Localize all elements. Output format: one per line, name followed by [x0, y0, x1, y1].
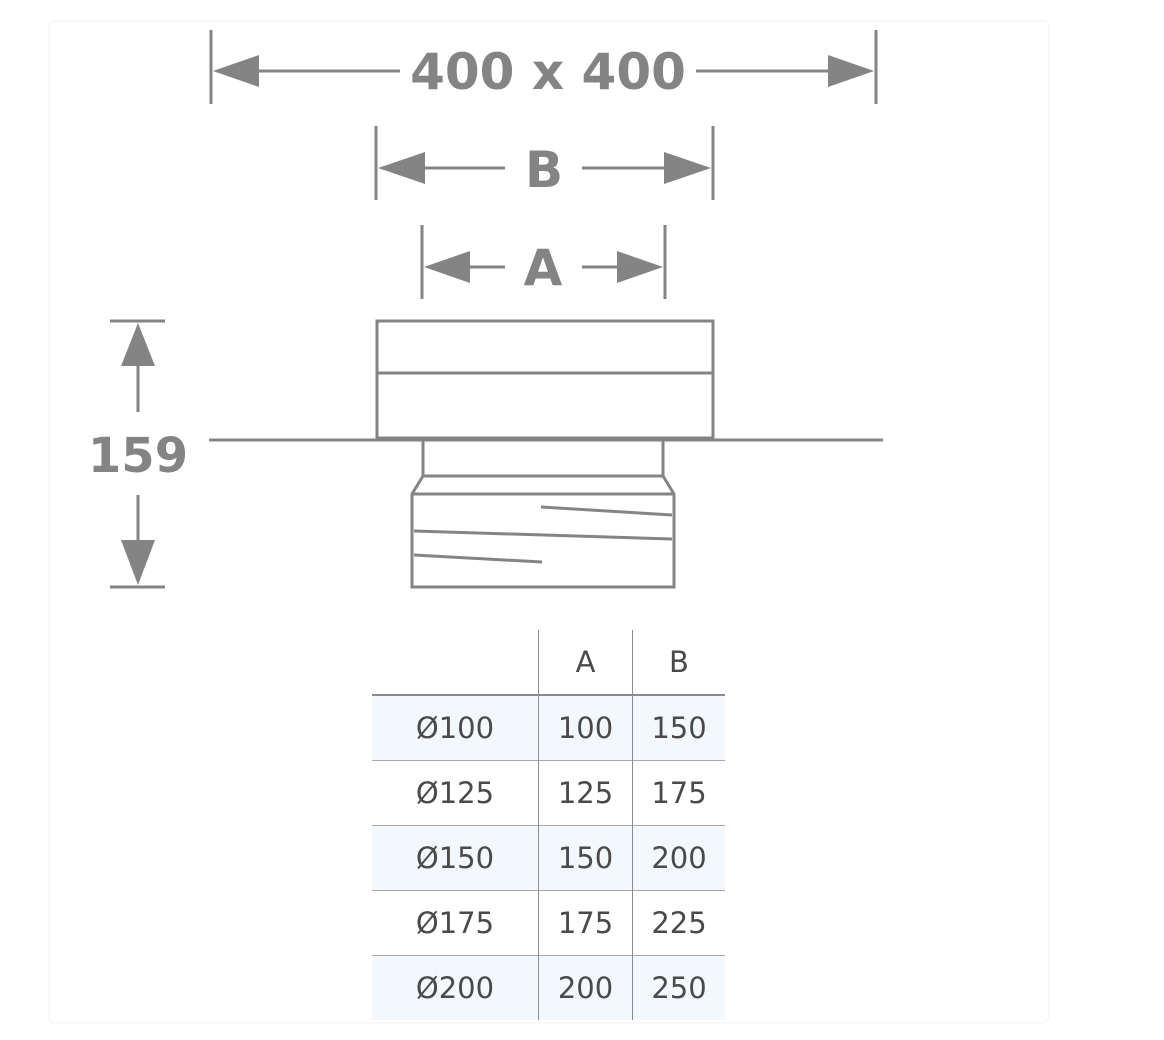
table-cell: 150 — [632, 695, 725, 761]
arrowhead-left — [213, 55, 259, 87]
table-cell: 225 — [632, 890, 725, 956]
table-cell: Ø150 — [372, 825, 539, 891]
upper-housing — [375, 319, 715, 440]
b-dimension — [374, 126, 715, 200]
table-header-cell: A — [538, 630, 633, 696]
arrowhead-left — [378, 152, 425, 184]
a-label: A — [524, 239, 563, 297]
table-header-row: A B — [372, 630, 725, 696]
b-label: B — [525, 141, 563, 199]
table-row: Ø200 200 250 — [372, 955, 725, 1020]
table-header-cell — [372, 630, 539, 696]
table-cell: 250 — [632, 955, 725, 1020]
height-dimension — [110, 319, 165, 589]
table-cell: 150 — [538, 825, 633, 891]
arrowhead-right — [664, 152, 711, 184]
table-cell: Ø125 — [372, 760, 539, 826]
table-cell: 200 — [538, 955, 633, 1020]
table-cell: 200 — [632, 825, 725, 891]
arrowhead-right — [617, 251, 663, 283]
overall-dimension — [209, 30, 878, 104]
overall-size-label: 400 x 400 — [410, 43, 686, 101]
table-cell: 175 — [632, 760, 725, 826]
table-cell: 125 — [538, 760, 633, 826]
table-row: Ø150 150 200 — [372, 825, 725, 891]
dimension-table: A B Ø100 100 150 Ø125 125 175 Ø150 150 2… — [372, 630, 725, 1020]
table-row: Ø100 100 150 — [372, 695, 725, 761]
table-cell: Ø100 — [372, 695, 539, 761]
a-dimension — [420, 225, 667, 299]
arrowhead-down — [121, 540, 155, 585]
arrowhead-left — [424, 251, 470, 283]
table-cell: 175 — [538, 890, 633, 956]
table-cell: 100 — [538, 695, 633, 761]
table-cell: Ø200 — [372, 955, 539, 1020]
table-cell: Ø175 — [372, 890, 539, 956]
table-row: Ø125 125 175 — [372, 760, 725, 826]
height-label: 159 — [88, 428, 188, 484]
arrowhead-up — [121, 323, 155, 366]
table-header-cell: B — [632, 630, 725, 696]
arrowhead-right — [828, 55, 874, 87]
lower-collar — [410, 440, 676, 589]
table-row: Ø175 175 225 — [372, 890, 725, 956]
